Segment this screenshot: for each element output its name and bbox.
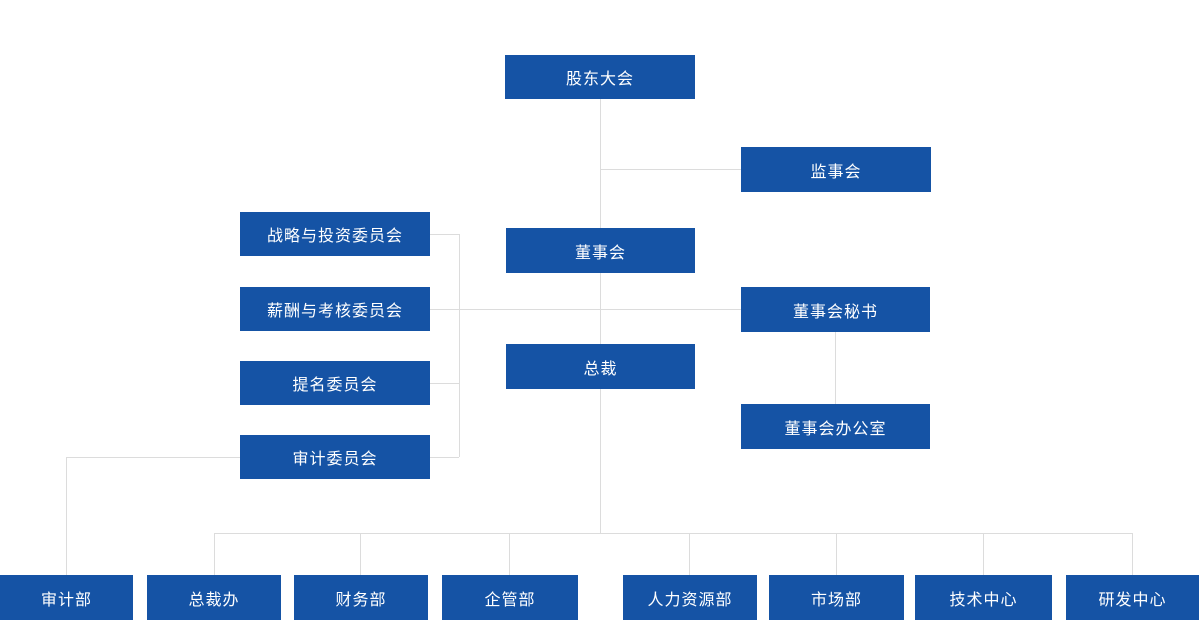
connector-drop-president-office: [214, 533, 215, 575]
node-label: 审计部: [40, 591, 92, 609]
connector-nomination-stub: [430, 383, 459, 384]
node-label: 总裁: [583, 360, 618, 378]
connector-secretary-to-office: [835, 332, 836, 404]
node-label: 董事会办公室: [784, 420, 887, 438]
connector-drop-rd-center: [1132, 533, 1133, 575]
node-label: 董事会秘书: [792, 303, 878, 321]
node-label: 企管部: [484, 591, 536, 609]
connector-drop-finance: [360, 533, 361, 575]
connector-strategy-stub: [430, 234, 459, 235]
node-label: 财务部: [335, 591, 387, 609]
node-board-of-directors: 董事会: [506, 228, 695, 273]
node-strategy-investment-committee: 战略与投资委员会: [240, 212, 430, 256]
node-rd-center: 研发中心: [1066, 575, 1199, 620]
node-president-office: 总裁办: [147, 575, 281, 620]
node-label: 董事会: [574, 244, 626, 262]
node-technology-center: 技术中心: [915, 575, 1052, 620]
node-label: 研发中心: [1098, 591, 1167, 609]
connector-president-down: [600, 389, 601, 533]
node-label: 监事会: [810, 163, 862, 181]
connector-to-supervisors: [600, 169, 741, 170]
connector-drop-marketing: [836, 533, 837, 575]
connector-audit-committee-left: [66, 457, 240, 458]
connector-board-to-president: [600, 273, 601, 344]
node-human-resources-department: 人力资源部: [623, 575, 757, 620]
node-label: 市场部: [810, 591, 862, 609]
connector-shareholders-to-board: [600, 99, 601, 228]
node-board-secretary: 董事会秘书: [741, 287, 930, 332]
node-president: 总裁: [506, 344, 695, 389]
node-label: 提名委员会: [292, 377, 378, 394]
connector-departments-bus: [214, 533, 1132, 534]
node-label: 技术中心: [949, 591, 1018, 609]
connector-audit-committee-stub: [430, 457, 459, 458]
node-label: 战略与投资委员会: [266, 228, 403, 245]
node-enterprise-management-department: 企管部: [442, 575, 578, 620]
connector-drop-technology-center: [983, 533, 984, 575]
node-audit-department: 审计部: [0, 575, 133, 620]
node-label: 人力资源部: [647, 591, 733, 609]
connector-committee-spine: [459, 234, 460, 457]
connector-drop-human-resources: [689, 533, 690, 575]
node-board-of-supervisors: 监事会: [741, 147, 931, 192]
node-marketing-department: 市场部: [769, 575, 904, 620]
node-finance-department: 财务部: [294, 575, 428, 620]
connector-drop-enterprise-mgmt: [509, 533, 510, 575]
node-shareholders-meeting: 股东大会: [505, 55, 695, 99]
node-label: 薪酬与考核委员会: [266, 303, 403, 320]
node-label: 股东大会: [565, 71, 634, 88]
node-label: 总裁办: [188, 591, 240, 609]
connector-to-board-secretary: [430, 309, 741, 310]
node-nomination-committee: 提名委员会: [240, 361, 430, 405]
node-audit-committee: 审计委员会: [240, 435, 430, 479]
node-remuneration-assessment-committee: 薪酬与考核委员会: [240, 287, 430, 331]
connector-to-audit-department: [66, 457, 67, 575]
node-board-office: 董事会办公室: [741, 404, 930, 449]
node-label: 审计委员会: [292, 451, 378, 468]
